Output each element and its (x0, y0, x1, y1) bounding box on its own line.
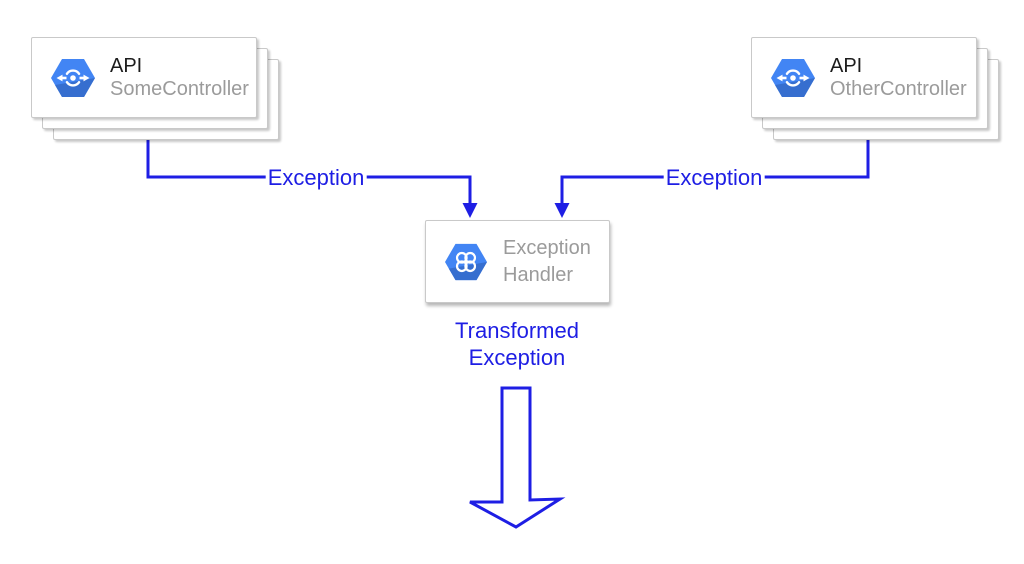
right-edge-label: Exception (663, 165, 765, 191)
transformed-exception-label-line1: Transformed (455, 318, 579, 343)
card-some-controller: API SomeController (31, 37, 257, 118)
node-subtitle: OtherController (830, 77, 967, 100)
left-edge-label: Exception (265, 165, 367, 191)
node-title: API (830, 54, 863, 77)
transformed-exception-label: Transformed Exception (455, 317, 579, 371)
node-subtitle: SomeController (110, 77, 249, 100)
cloud-endpoints-hexagon-icon (771, 58, 815, 97)
right-exception-arrowhead-icon (554, 203, 570, 218)
node-title-line2: Handler (503, 263, 574, 286)
card-other-controller: API OtherController (751, 37, 977, 118)
transformed-exception-arrow (469, 386, 566, 529)
cloud-services-hexagon-icon (445, 243, 487, 280)
node-exception-handler: Exception Handler (425, 220, 610, 303)
transformed-exception-label-line2: Exception (468, 345, 566, 370)
cloud-endpoints-hexagon-icon (51, 58, 95, 97)
node-title-line1: Exception (503, 236, 591, 259)
node-title: API (110, 54, 143, 77)
left-exception-arrowhead-icon (462, 203, 478, 218)
